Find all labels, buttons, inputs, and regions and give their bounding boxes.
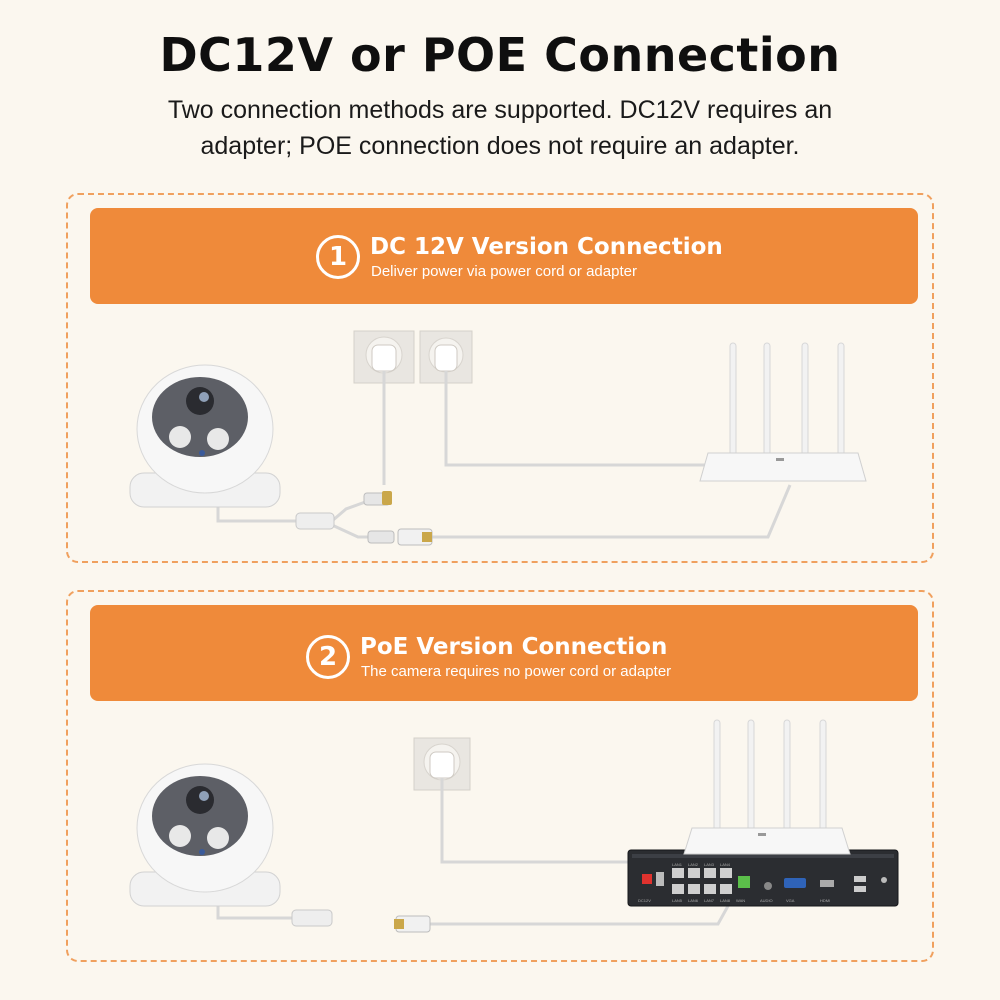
nvr-port-label: LAN6: [688, 898, 699, 903]
nvr-port-label: LAN2: [688, 862, 699, 867]
nvr-port-label: LAN4: [720, 862, 731, 867]
dc12v-banner-subtitle: Deliver power via power cord or adapter: [371, 263, 637, 280]
nvr-port-label: LAN3: [704, 862, 715, 867]
poe-section: 2 PoE Version Connection The camera requ…: [66, 590, 934, 962]
nvr-port-label: LAN1: [672, 862, 683, 867]
dc12v-diagram: [129, 330, 867, 546]
nvr-port-label: LAN8: [720, 898, 731, 903]
poe-banner: 2 PoE Version Connection The camera requ…: [90, 605, 918, 701]
nvr-port-label: AUDIO: [760, 898, 773, 903]
dc12v-section: 1 DC 12V Version Connection Deliver powe…: [66, 193, 934, 563]
step-number-badge: 1: [316, 235, 360, 279]
nvr-port-label: DC12V: [638, 898, 651, 903]
page-title: DC12V or POE Connection: [159, 28, 841, 82]
dc12v-banner-title: DC 12V Version Connection: [370, 234, 723, 260]
dome-camera-icon: [129, 364, 281, 508]
router-icon: [683, 719, 851, 855]
poe-banner-subtitle: The camera requires no power cord or ada…: [361, 663, 672, 680]
poe-banner-title: PoE Version Connection: [360, 634, 668, 660]
nvr-port-label: LAN5: [672, 898, 683, 903]
nvr-port-label: VGA: [786, 898, 795, 903]
nvr-port-label: LAN7: [704, 898, 715, 903]
dc-splitter-connector: [295, 491, 433, 546]
dome-camera-icon: [129, 763, 281, 907]
nvr-port-label: WAN: [736, 898, 745, 903]
nvr-port-label: HDMI: [820, 898, 830, 903]
power-cable: [216, 371, 792, 539]
router-icon: [699, 342, 867, 482]
page-subtitle: Two connection methods are supported. DC…: [167, 96, 833, 160]
dc12v-banner: 1 DC 12V Version Connection Deliver powe…: [90, 208, 918, 304]
rj45-connector: [291, 909, 431, 933]
step-number-badge: 2: [306, 635, 350, 679]
